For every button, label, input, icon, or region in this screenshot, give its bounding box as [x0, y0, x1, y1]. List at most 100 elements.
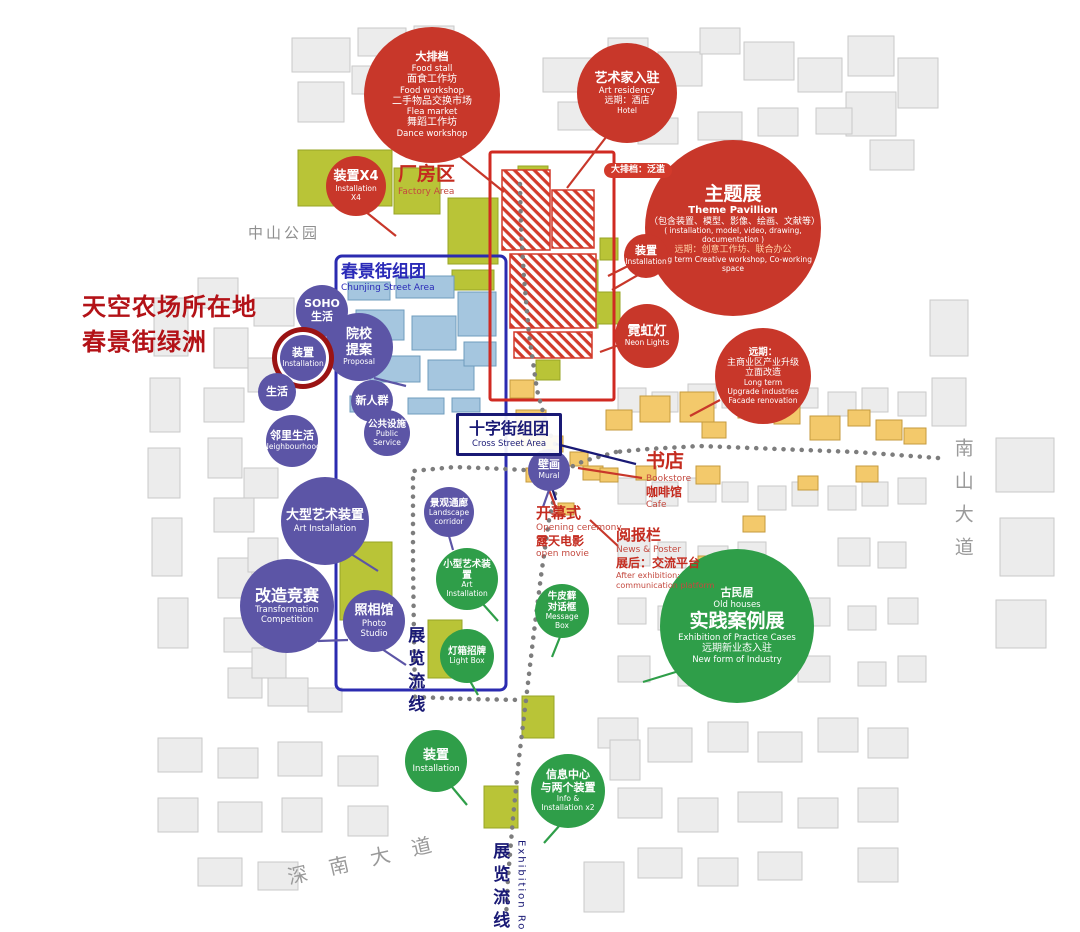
factory-area-text: 厂房区	[398, 163, 456, 185]
soho-life-label: 生活	[311, 310, 333, 323]
school-proposal-label: Proposal	[343, 356, 375, 366]
longterm-upgrade-label: 主商业区产业升级	[726, 357, 799, 368]
nanshan-avenue-label: 南山大道	[950, 438, 974, 570]
theme-pavilion-label: （包含装置、模型、影像、绘画、文献等）	[649, 216, 821, 227]
opening-ceremony-text: 露天电影	[536, 534, 585, 548]
longterm-upgrade-label: Upgrade industries	[727, 386, 799, 396]
school-proposal-label: 提案	[345, 342, 372, 358]
neighbourhood-life-label: 邻里生活	[270, 429, 314, 443]
theme-pavilion-label: Theme Pavillion	[688, 205, 778, 216]
longterm-upgrade-label: 远期：	[748, 346, 778, 358]
theme-pavilion-label: ( installation, model, video, drawing, d…	[664, 226, 802, 245]
shennan-avenue-text: 深 南 大 道	[285, 830, 442, 890]
news-poster-text: communication platform	[616, 581, 715, 590]
theme-pavilion-label: 远期：创意工作坊、联合办公	[674, 245, 792, 256]
factory-area-text: Factory Area	[398, 186, 455, 197]
art-residency-label: 远期：酒店	[604, 95, 650, 106]
neon-lights-label: 霓虹灯	[627, 323, 667, 339]
mural-label: Mural	[538, 471, 560, 481]
route-label-bottom-label: 展览流线	[488, 842, 509, 932]
transformation-competition-label: 改造竞赛	[254, 585, 319, 605]
public-service-label: Public Service	[373, 428, 401, 447]
old-houses-exhibition-label: Exhibition of Practice Cases	[678, 632, 796, 643]
message-box-label: Message Box	[545, 612, 579, 631]
theme-pavilion-label: Long term Creative workshop, Co-working …	[654, 254, 812, 273]
foodstall-note-label: 大排档：泛滥	[604, 163, 673, 179]
shennan-avenue-label: 深 南 大 道	[285, 831, 442, 890]
headline-annotation: 天空农场所在地 春景街绿洲	[82, 290, 257, 360]
opening-ceremony-text: 开幕式	[536, 504, 582, 522]
mural-label: 壁画	[538, 458, 560, 472]
news-poster-text: 阅报栏	[616, 526, 662, 544]
route-label-bottom-en-text: Exhibition Route	[515, 840, 527, 932]
art-residency-label: Hotel	[617, 105, 637, 115]
large-art-installation-label: Art Installation	[293, 523, 357, 534]
nanshan-avenue-text: 南山大道	[951, 438, 974, 570]
longterm-upgrade-label: Long term	[743, 377, 783, 387]
street-food-cluster-label: 面食工作坊	[407, 73, 457, 85]
small-art-installation-label: 小型艺术装置	[443, 558, 491, 582]
street-food-cluster-label: Food stall	[411, 63, 453, 74]
news-poster-text: After exhibition:	[616, 571, 680, 580]
street-food-cluster-label: 舞蹈工作坊	[407, 117, 457, 129]
landscape-corridor-label: 景观通廊	[429, 497, 468, 509]
old-houses-exhibition-label: New form of Industry	[692, 654, 782, 665]
longterm-upgrade-label: 立面改造	[744, 368, 781, 379]
street-food-cluster-label: Flea market	[406, 107, 458, 118]
info-center-label: Installation x2	[541, 802, 595, 812]
old-houses-exhibition-label: Old houses	[713, 600, 761, 611]
neon-lights-label: Neon Lights	[624, 338, 670, 348]
art-residency-label: 艺术家入驻	[594, 70, 660, 86]
theme-pavilion-label: 主题展	[704, 182, 762, 205]
landscape-corridor-label: Landscape	[428, 507, 470, 517]
message-box-label: 对话框	[547, 602, 577, 614]
route-label-bottom-en-label: Exhibition Route	[514, 840, 527, 932]
installation-highlight-label: 装置	[292, 346, 314, 360]
headline-line1: 天空农场所在地	[82, 293, 257, 321]
news-poster-text: 展后：交流平台	[616, 556, 701, 570]
installation-south-label: Installation	[412, 763, 460, 774]
leader-lines	[317, 131, 721, 844]
route-label-bottom-text: 展览流线	[489, 842, 510, 932]
small-art-installation-label: Art Installation	[446, 580, 488, 599]
landscape-corridor-label: corridor	[434, 516, 464, 526]
cross-street-area-text: 十字街组团	[469, 419, 550, 438]
old-houses-exhibition-label: 远期新业态入驻	[702, 642, 772, 654]
neighbourhood-life-label: Neighbourhood	[263, 442, 321, 452]
bookstore-text: 咖啡馆	[646, 485, 683, 499]
light-box-label: 灯箱招牌	[447, 645, 486, 657]
info-center-label: 与两个装置	[540, 781, 596, 795]
zhongshan-park-label: 中山公园	[248, 224, 320, 243]
soho-life-label: SOHO	[304, 297, 340, 311]
opening-ceremony-text: open movie	[536, 549, 589, 559]
school-proposal-label: 院校	[345, 327, 372, 343]
street-food-cluster-label: 大排档	[415, 49, 449, 63]
chunjing-area-text: 春景街组团	[341, 262, 426, 282]
photo-studio-label: 照相馆	[354, 603, 394, 619]
installation-x4-label: 装置X4	[333, 169, 379, 185]
transformation-competition-label: Competition	[260, 615, 314, 626]
street-food-cluster-label: Dance workshop	[396, 129, 468, 140]
news-poster-text: News & Poster	[616, 544, 682, 555]
life-bubble: 生活	[258, 373, 296, 411]
message-box-label: 牛皮藓	[547, 590, 577, 602]
light-box-label: Light Box	[449, 656, 485, 666]
cross-street-area-text: Cross Street Area	[471, 439, 547, 449]
art-residency-label: Art residency	[598, 85, 656, 96]
public-service-label: 公共设施	[368, 418, 407, 430]
installation-mid-label: 装置	[635, 244, 657, 258]
